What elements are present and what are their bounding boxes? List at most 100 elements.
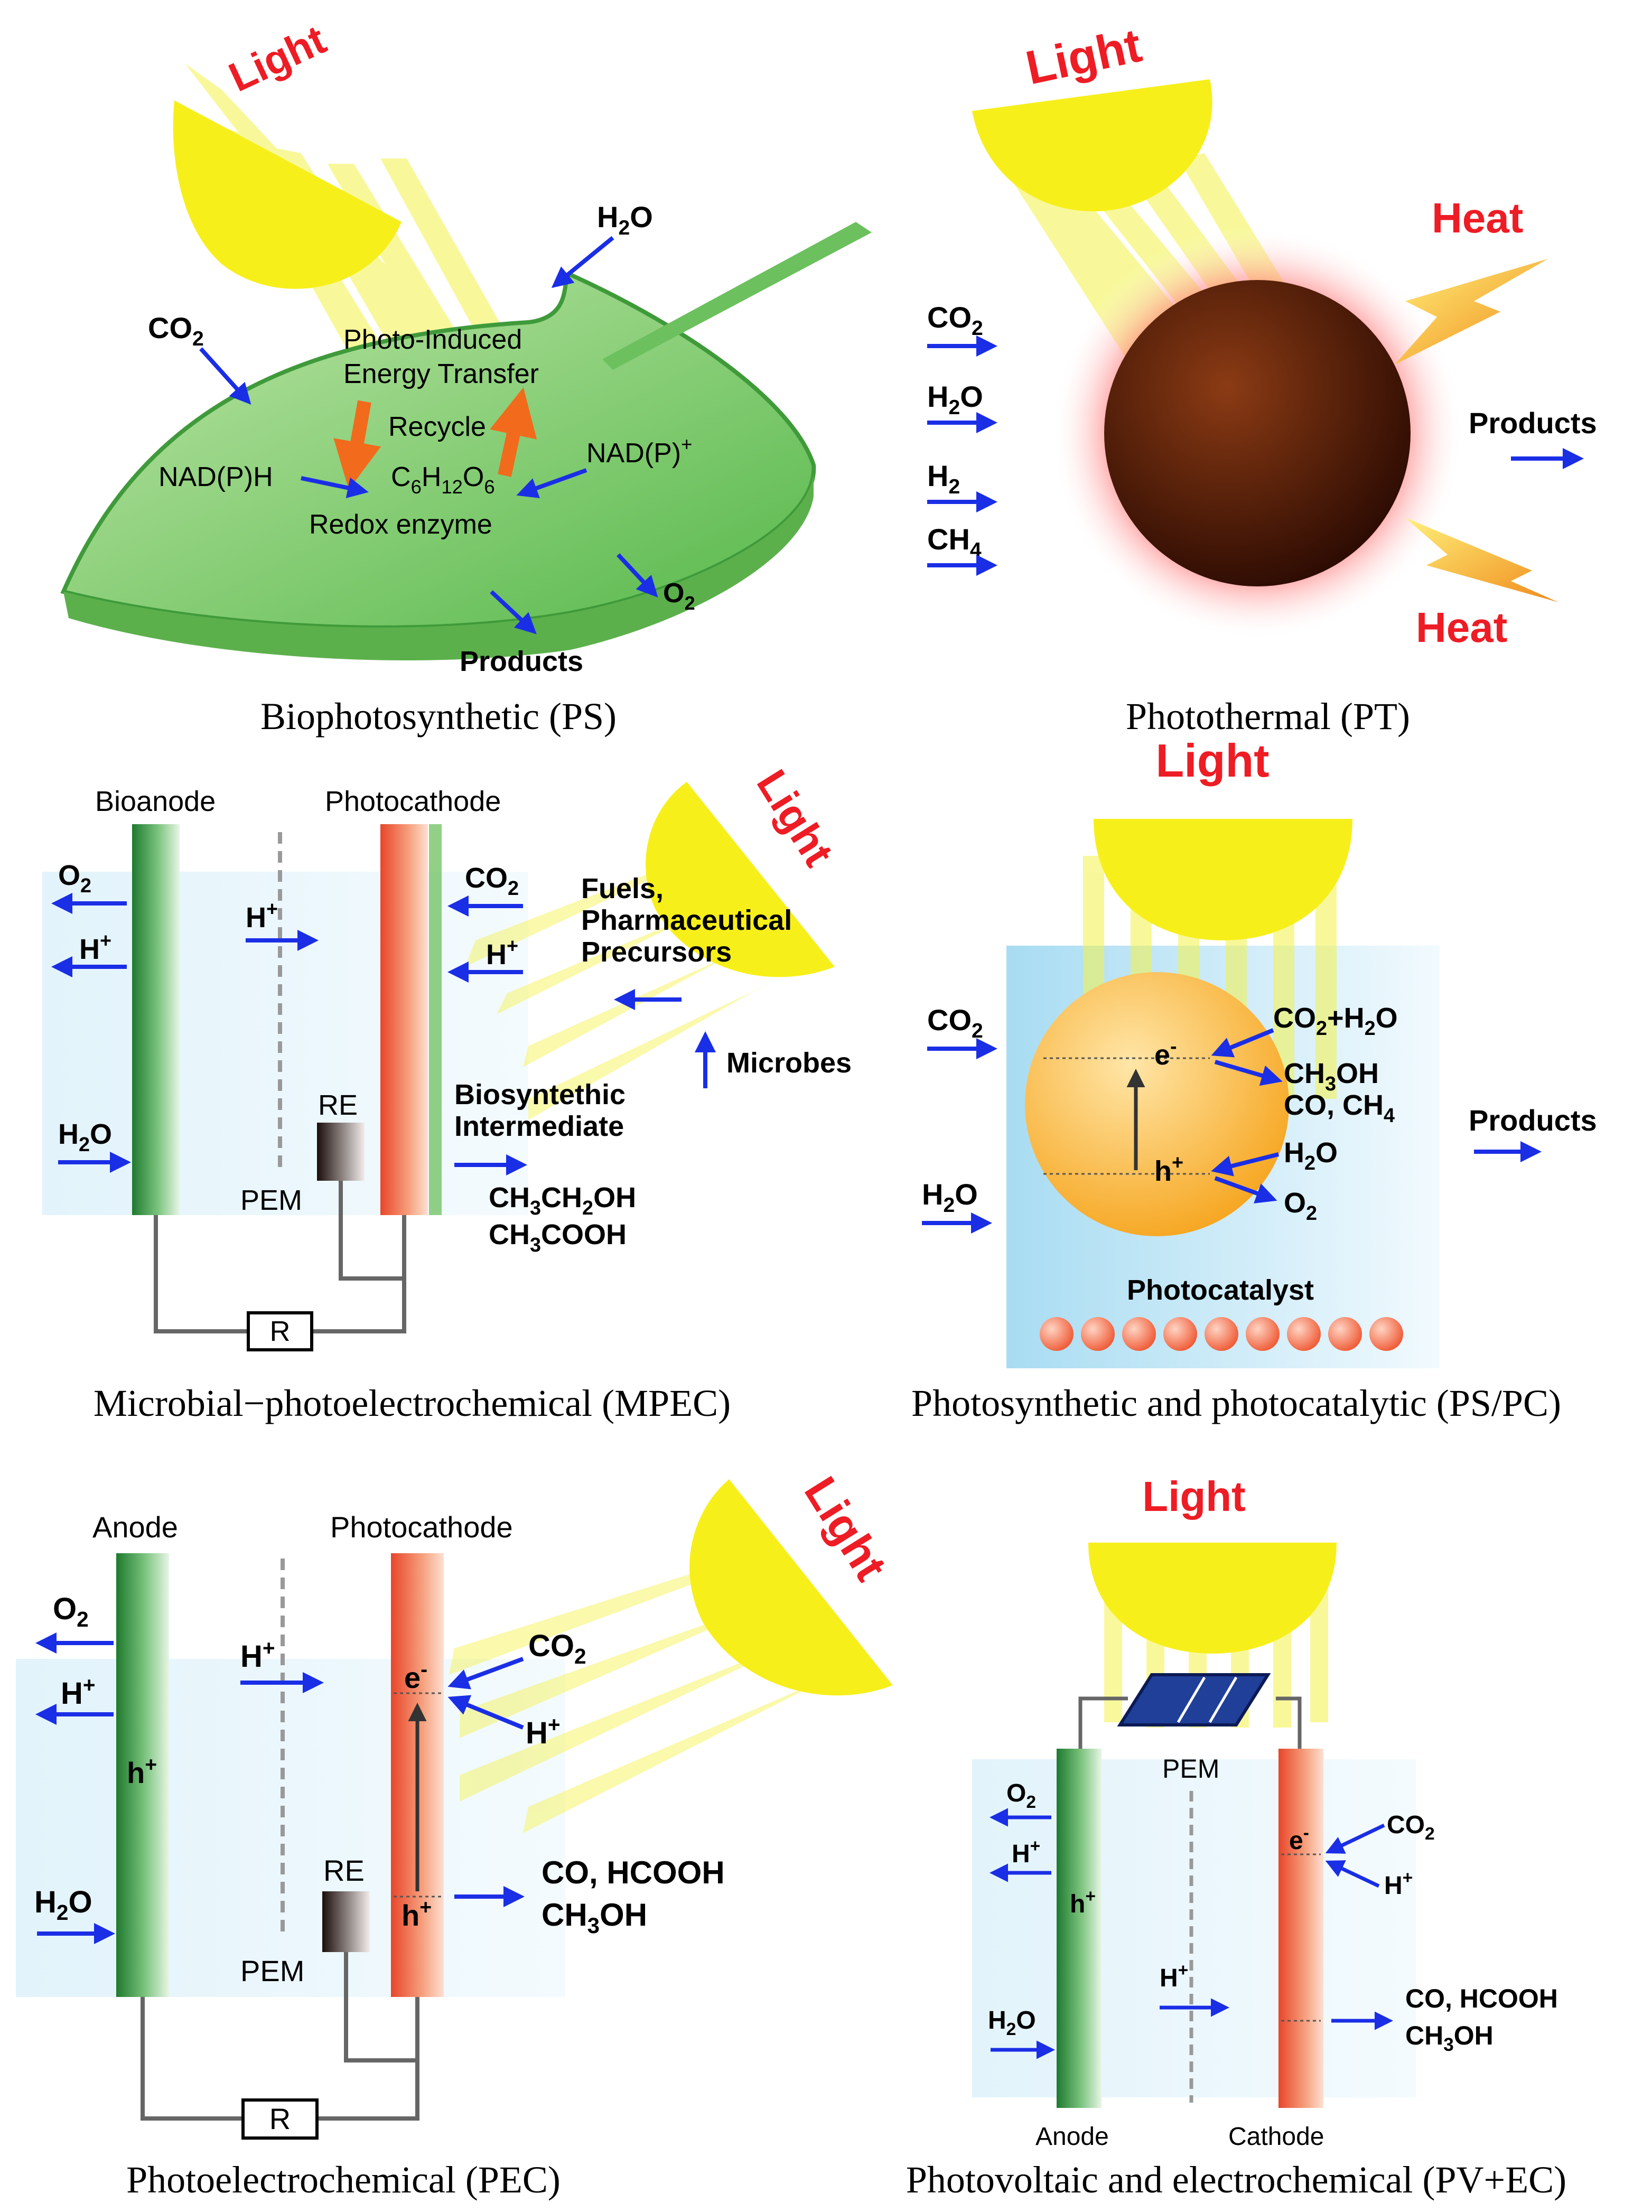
caption-pec: Photoelectrochemical (PEC) (126, 2159, 561, 2201)
co2-arrow (1325, 1823, 1385, 1854)
light-label: Light (1021, 19, 1146, 95)
products-arrow (490, 590, 537, 634)
h2o-label: H2O (988, 2006, 1036, 2039)
heat-top-label: Heat (1432, 194, 1523, 241)
sun-icon (646, 782, 835, 977)
light-label: Light (1142, 1473, 1245, 1520)
nadp-arrow (516, 468, 587, 498)
biofilm-layer (429, 824, 442, 1215)
electrolyte (972, 1759, 1416, 2097)
wire (154, 1215, 248, 1333)
leaf-shape (60, 272, 816, 630)
reference-electrode (317, 1123, 365, 1181)
resistor-label: R (269, 2102, 291, 2135)
intermediate-line2: Intermediate (454, 1110, 624, 1142)
photocathode-label: Photocathode (325, 786, 501, 817)
caption-pvec: Photovoltaic and electrochemical (PV+EC) (906, 2159, 1566, 2201)
sun-icon (1094, 819, 1352, 940)
ch4-label: CH4 (927, 522, 982, 562)
ethanol-label: CH3CH2OH (489, 1182, 636, 1219)
co2-label: CO2 (927, 301, 983, 340)
h-left-label: H+ (1012, 1836, 1040, 1868)
caption-pt: Photothermal (PT) (1126, 695, 1410, 738)
o2-label: O2 (663, 578, 695, 614)
h-right-arrow (447, 1695, 524, 1730)
nadph-arrow (301, 476, 369, 499)
h2o-label: H2O (58, 1118, 112, 1156)
pem-label: PEM (240, 1184, 302, 1216)
sun-icon (689, 1479, 893, 1696)
acetic-acid-label: CH3COOH (489, 1219, 627, 1256)
h2o-label: H2O (927, 380, 983, 419)
h2o-arrow (551, 236, 614, 288)
co2-label: CO2 (528, 1629, 586, 1668)
intermediate-line1: Biosyntethic (454, 1079, 626, 1110)
photocathode-label: Photocathode (330, 1510, 513, 1544)
pv-panel-stripe (1177, 1676, 1206, 1723)
panel-pvec: Light PEM h+ e- O2 H+ H2O H+ CO2 H+ CO, … (906, 1473, 1566, 2201)
h2o-in-label: H2O (922, 1178, 978, 1217)
sun-icon (972, 79, 1212, 211)
panel-pt: Light Heat Heat CO2 H2O H2 CH4 Products … (927, 19, 1597, 738)
o2-label: O2 (1006, 1779, 1036, 1812)
catalyst-beads (1040, 1317, 1403, 1351)
products-line2: CH3OH (1405, 2021, 1494, 2055)
resistor-label: R (270, 1315, 291, 1347)
re-label: RE (318, 1089, 358, 1121)
panel-pec: Light Anode Photocathode PEM RE e- h+ h+… (16, 1468, 897, 2201)
methanol-arrow (1214, 1060, 1283, 1086)
caption-ps: Biophotosynthetic (PS) (260, 695, 617, 738)
reference-electrode (322, 1891, 370, 1952)
fuels-line2: Pharmaceutical (581, 904, 792, 936)
recycle-arrow-down (333, 400, 381, 490)
pem-label: PEM (1162, 1754, 1219, 1784)
h-mid-label: H+ (240, 1636, 275, 1674)
o2-label: O2 (53, 1592, 89, 1631)
light-label: Light (748, 762, 843, 874)
anode-electrode (116, 1553, 169, 1997)
pem-label: PEM (240, 1954, 304, 1987)
h2o-right-label: H2O (1284, 1137, 1338, 1174)
h2o-right-arrow (1211, 1152, 1279, 1177)
h-right-arrow (1325, 1860, 1380, 1888)
caption-pspc: Photosynthetic and photocatalytic (PS/PC… (911, 1382, 1561, 1424)
catalyst-sphere (1104, 280, 1411, 586)
bioanode-electrode (132, 824, 180, 1215)
h-left-label: H+ (79, 930, 111, 965)
glucose-label: C6H12O6 (391, 462, 495, 498)
fuels-line1: Fuels, (581, 873, 664, 904)
h-right-label: H+ (486, 935, 518, 970)
h2o-label: H2O (34, 1885, 92, 1925)
light-label: Light (222, 16, 333, 100)
panel-pspc: Light e- h+ CO2 H2O CO2+H2O CH3OH CO, CH… (911, 734, 1597, 1424)
sun-icon (173, 100, 402, 289)
h-mid-label: H+ (246, 898, 278, 934)
h-left-label: H+ (61, 1673, 96, 1711)
light-label: Light (795, 1468, 897, 1589)
co2-arrow (447, 1657, 524, 1690)
wire (344, 1952, 417, 2062)
co2-label: CO2 (148, 311, 204, 350)
anode-label: Anode (1035, 2123, 1109, 2151)
resistor (247, 1311, 313, 1351)
cathode-label: Cathode (1228, 2123, 1324, 2151)
panel-ps: Light H2O CO2 Photo-Induced Energy Trans… (60, 16, 872, 738)
re-label: RE (323, 1854, 365, 1887)
photocatalyst-label: Photocatalyst (1127, 1274, 1314, 1306)
leaf-stem (602, 222, 872, 370)
co2-label: CO2 (465, 862, 519, 900)
anode-hole-label: h+ (127, 1753, 157, 1789)
sun-icon (1088, 1543, 1337, 1654)
photocathode-electrode (380, 824, 428, 1215)
products-label: Products (460, 646, 583, 677)
heat-top-bolt (1395, 259, 1548, 365)
anode-electrode (1057, 1749, 1102, 2108)
products-label: Products (1469, 1104, 1597, 1137)
leaf-edge (63, 465, 814, 660)
light-label: Light (1155, 734, 1269, 787)
heat-bottom-bolt (1405, 518, 1558, 602)
wire (339, 1181, 404, 1281)
co2-h2o-label: CO2+H2O (1273, 1002, 1398, 1040)
bioanode-label: Bioanode (95, 786, 216, 817)
nadph-label: NAD(P)H (158, 462, 273, 492)
